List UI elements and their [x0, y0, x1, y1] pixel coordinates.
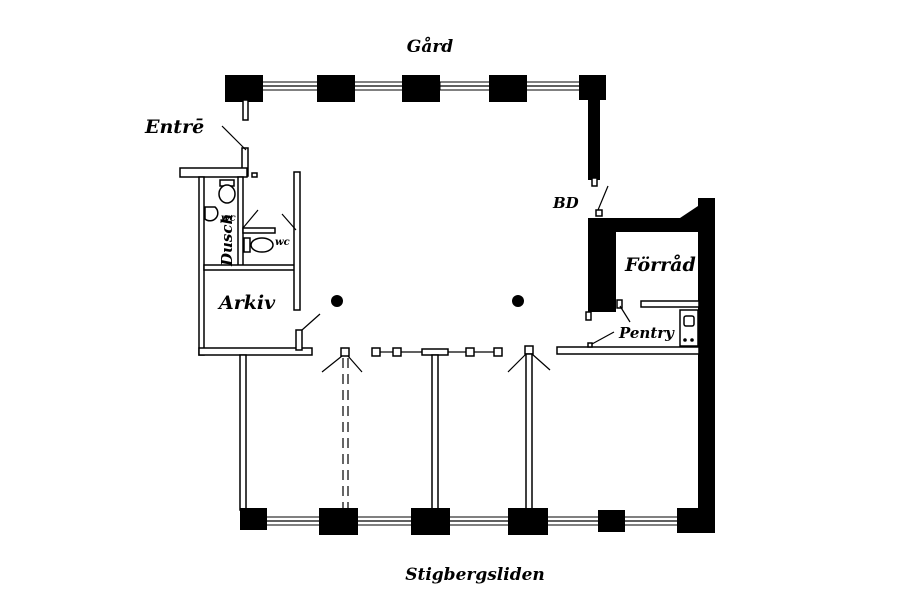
top-facade [225, 75, 606, 102]
label-wc-2: wc [275, 237, 290, 248]
storage-block [585, 206, 698, 321]
right-upper-wall [588, 100, 600, 180]
label-dusch: Dusch [218, 214, 236, 267]
label-stigbergsliden: Stigbergsliden [405, 565, 545, 585]
label-pentry: Pentry [618, 324, 675, 342]
partition-3 [431, 354, 439, 511]
column-right [512, 295, 524, 307]
partition-4 [525, 353, 533, 511]
label-wc-1: wc [221, 213, 236, 224]
label-arkiv: Arkiv [217, 292, 276, 314]
bottom-facade [240, 508, 715, 535]
partition-1 [239, 354, 247, 511]
label-gard: Gård [407, 36, 453, 57]
column-left [331, 295, 343, 307]
label-bd: BD [552, 194, 579, 212]
left-rooms [179, 99, 321, 356]
label-entre: Entrē [144, 116, 204, 138]
label-forrad: Förråd [624, 253, 696, 276]
right-exterior-wall [698, 198, 715, 531]
partition-rail [321, 345, 551, 373]
pentry-unit [679, 309, 699, 347]
